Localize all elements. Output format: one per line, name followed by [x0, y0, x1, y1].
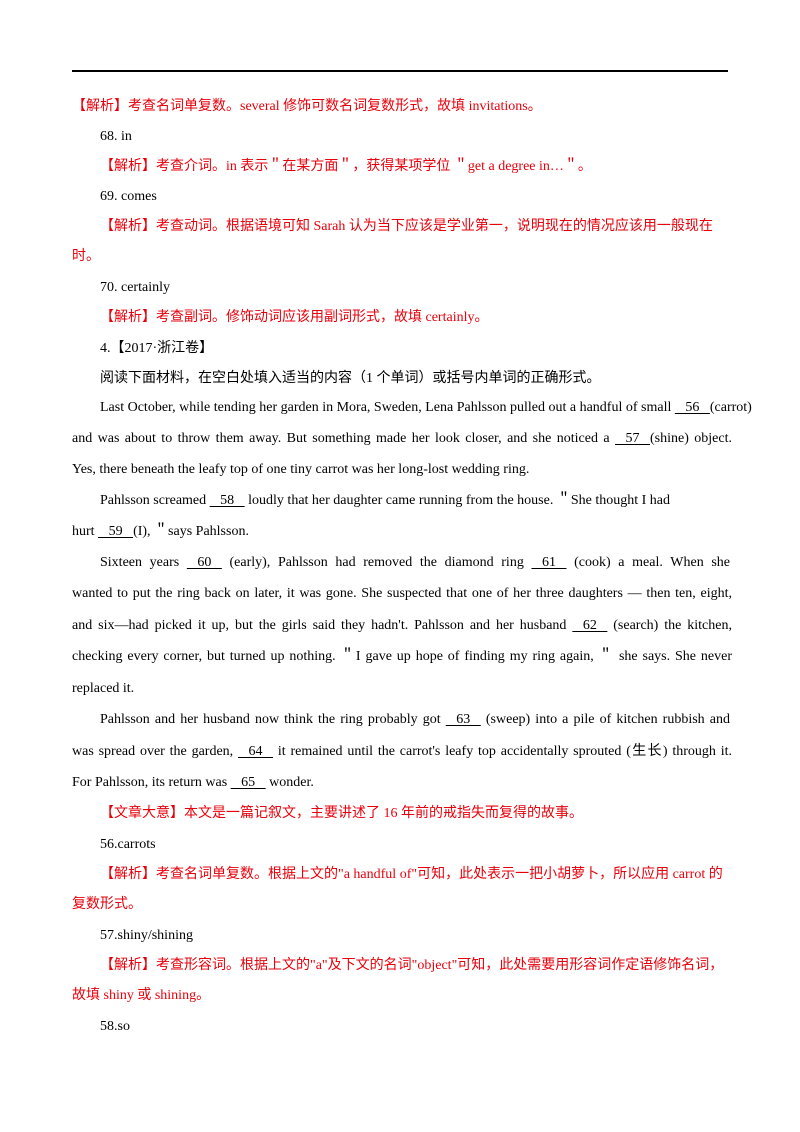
passage-text: wonder.: [265, 775, 314, 790]
passage-text: Pahlsson screamed: [100, 493, 210, 508]
passage-text: (shine) object.: [650, 431, 732, 446]
explanation-line: 【解析】考查副词。修饰动词应该用副词形式，故填 certainly。: [100, 310, 489, 325]
answer-56: 56.carrots: [100, 837, 156, 852]
passage-line: checking every corner, but turned up not…: [72, 649, 732, 664]
passage-text: Last October, while tending her garden i…: [100, 400, 675, 415]
passage-line: For Pahlsson, its return was 65 wonder.: [72, 774, 732, 792]
explanation-line: 【解析】考查动词。根据语境可知 Sarah 认为当下应该是学业第一，说明现在的情…: [100, 219, 713, 234]
passage-line: hurt 59 (I), ＂says Pahlsson.: [72, 523, 732, 541]
blank-61: 61: [531, 555, 567, 570]
passage-line: and six—had picked it up, but the girls …: [72, 617, 732, 635]
blank-58: 58: [209, 493, 245, 508]
explanation-line: 复数形式。: [72, 897, 142, 912]
passage-text: (search) the kitchen,: [607, 618, 732, 633]
explanation-line: 故填 shiny 或 shining。: [72, 988, 211, 1003]
explanation-line: 时。: [72, 249, 100, 264]
explanation-line: 【解析】考查名词单复数。根据上文的"a handful of"可知，此处表示一把…: [100, 867, 723, 882]
blank-57: 57: [615, 431, 650, 446]
passage-text: (cook) a meal. When she: [566, 555, 731, 570]
blank-62: 62: [572, 618, 608, 633]
header-rule: [72, 70, 728, 72]
instructions: 阅读下面材料，在空白处填入适当的内容（1 个单词）或括号内单词的正确形式。: [100, 371, 601, 386]
passage-text: was spread over the garden,: [72, 744, 239, 759]
passage-line: Pahlsson screamed 58 loudly that her dau…: [100, 492, 730, 510]
answer-68: 68. in: [100, 129, 132, 144]
passage-text: (carrot): [709, 400, 752, 415]
passage-line: replaced it.: [72, 681, 135, 696]
passage-text: and was about to throw them away. But so…: [72, 431, 615, 446]
passage-line: was spread over the garden, 64 it remain…: [72, 743, 732, 761]
blank-65: 65: [230, 775, 266, 790]
passage-text: loudly that her daughter came running fr…: [244, 493, 671, 508]
passage-line: Yes, there beneath the leafy top of one …: [72, 462, 530, 477]
blank-56: 56: [674, 400, 710, 415]
answer-57: 57.shiny/shining: [100, 928, 193, 943]
blank-64: 64: [238, 744, 274, 759]
blank-60: 60: [186, 555, 222, 570]
section-heading: 4.【2017·浙江卷】: [100, 341, 214, 356]
explanation-line: 【解析】考查名词单复数。several 修饰可数名词复数形式，故填 invita…: [72, 99, 542, 114]
passage-text: Sixteen years: [100, 555, 187, 570]
passage-text: (sweep) into a pile of kitchen rubbish a…: [480, 712, 730, 727]
passage-text: (early), Pahlsson had removed the diamon…: [221, 555, 532, 570]
passage-text: and six—had picked it up, but the girls …: [72, 618, 573, 633]
blank-59: 59: [98, 524, 134, 539]
answer-70: 70. certainly: [100, 280, 170, 295]
passage-line: Last October, while tending her garden i…: [100, 399, 752, 417]
passage-text: it remained until the carrot's leafy top…: [273, 744, 732, 759]
passage-line: wanted to put the ring back on later, it…: [72, 586, 732, 601]
answer-69: 69. comes: [100, 189, 157, 204]
passage-text: hurt: [72, 524, 99, 539]
answer-58: 58.so: [100, 1019, 130, 1034]
passage-line: Sixteen years 60 (early), Pahlsson had r…: [100, 554, 730, 572]
passage-line: and was about to throw them away. But so…: [72, 430, 732, 448]
passage-text: Pahlsson and her husband now think the r…: [100, 712, 446, 727]
blank-63: 63: [445, 712, 481, 727]
explanation-line: 【解析】考查介词。in 表示＂在某方面＂，获得某项学位 ＂get a degre…: [100, 159, 592, 174]
passage-line: Pahlsson and her husband now think the r…: [100, 711, 730, 729]
passage-text: (I), ＂says Pahlsson.: [133, 524, 249, 539]
explanation-line: 【解析】考查形容词。根据上文的"a"及下文的名词"object"可知，此处需要用…: [100, 958, 724, 973]
passage-text: For Pahlsson, its return was: [72, 775, 231, 790]
summary-line: 【文章大意】本文是一篇记叙文，主要讲述了 16 年前的戒指失而复得的故事。: [100, 806, 583, 821]
